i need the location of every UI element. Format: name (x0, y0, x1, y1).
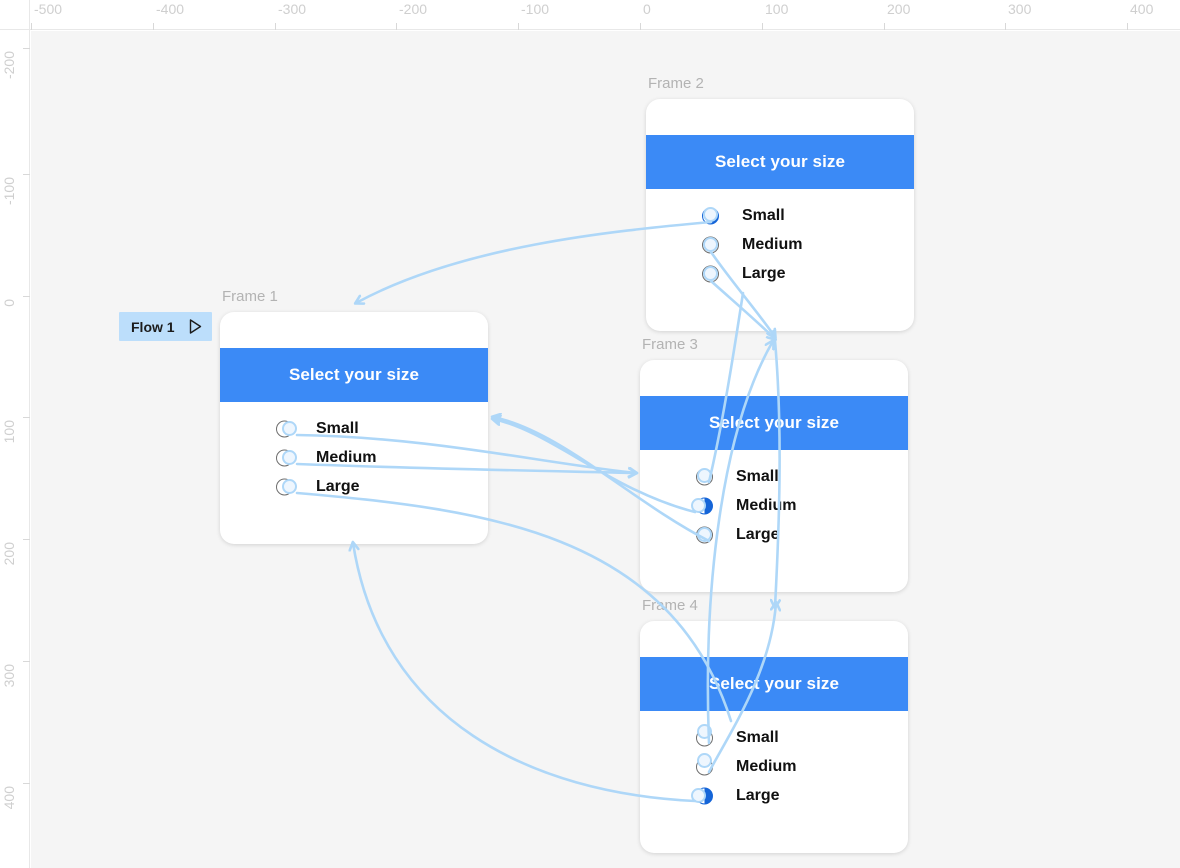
frame-1-body[interactable]: Select your size Small Medium Large (220, 312, 488, 544)
ruler-tick-h-mark (762, 23, 763, 30)
frame-1-option-small-label: Small (316, 419, 359, 437)
ruler-tick-h-label: 300 (1008, 1, 1032, 17)
radio-icon-selected[interactable] (696, 497, 713, 514)
frame-4-radio-group[interactable]: Small Medium Large (640, 723, 908, 810)
ruler-tick-h-label: -200 (399, 1, 428, 17)
canvas-area[interactable]: Frame 1 Select your size Small Medium (31, 31, 1180, 868)
frame-4-option-small[interactable]: Small (640, 723, 908, 752)
ruler-tick-v-mark (23, 174, 30, 175)
frame-1-option-large-label: Large (316, 477, 360, 495)
vertical-ruler[interactable]: -200 -100 0 100 200 300 400 (0, 0, 30, 868)
ruler-tick-h-mark (31, 23, 32, 30)
radio-icon[interactable] (696, 526, 713, 543)
frame-4-option-small-label: Small (736, 728, 779, 746)
ruler-tick-h-label: -400 (156, 1, 185, 17)
frame-3-header: Select your size (640, 396, 908, 450)
frame-3-option-large[interactable]: Large (640, 520, 908, 549)
frame-4-header: Select your size (640, 657, 908, 711)
frame-2-header-title: Select your size (714, 152, 846, 171)
radio-icon-selected[interactable] (702, 207, 719, 224)
ruler-tick-h-mark (640, 23, 641, 30)
frame-4-body[interactable]: Select your size Small Medium Large (640, 621, 908, 853)
frame-3-header-title: Select your size (708, 413, 840, 432)
ruler-tick-v-mark (23, 539, 30, 540)
frame-3-body[interactable]: Select your size Small Medium Large (640, 360, 908, 592)
ruler-tick-h-label: -100 (521, 1, 550, 17)
frame-1-radio-group[interactable]: Small Medium Large (220, 414, 488, 501)
ruler-tick-h-label: -500 (34, 1, 63, 17)
frame-1-option-medium[interactable]: Medium (220, 443, 488, 472)
ruler-tick-v-label: 100 (1, 420, 17, 444)
ruler-tick-v-mark (23, 48, 30, 49)
ruler-tick-v-label: 200 (1, 542, 17, 566)
ruler-tick-v-mark (23, 783, 30, 784)
frame-2-option-small[interactable]: Small (646, 201, 914, 230)
frame-4-option-large-label: Large (736, 786, 780, 804)
radio-icon[interactable] (276, 478, 293, 495)
ruler-tick-h-label: 0 (643, 1, 651, 17)
frame-1-option-small[interactable]: Small (220, 414, 488, 443)
frame-2-body[interactable]: Select your size Small Medium Large (646, 99, 914, 331)
frame-2-option-large[interactable]: Large (646, 259, 914, 288)
ruler-tick-h-label: 100 (765, 1, 789, 17)
ruler-tick-h-mark (275, 23, 276, 30)
ruler-corner (0, 0, 30, 30)
frame-2-header: Select your size (646, 135, 914, 189)
frame-3-option-small[interactable]: Small (640, 462, 908, 491)
ruler-tick-h-label: 400 (1130, 1, 1154, 17)
frame-4-option-large[interactable]: Large (640, 781, 908, 810)
frame-4-label[interactable]: Frame 4 (642, 597, 698, 614)
radio-icon[interactable] (696, 729, 713, 746)
frame-3-label[interactable]: Frame 3 (642, 336, 698, 353)
frame-1-header: Select your size (220, 348, 488, 402)
ruler-tick-h-mark (518, 23, 519, 30)
frame-2-option-medium-label: Medium (742, 235, 803, 253)
radio-icon-selected[interactable] (696, 787, 713, 804)
ruler-tick-h-mark (884, 23, 885, 30)
ruler-tick-v-label: -200 (1, 51, 17, 80)
connector-layer (295, 220, 1180, 803)
frame-2-option-large-label: Large (742, 264, 786, 282)
frame-1-option-large[interactable]: Large (220, 472, 488, 501)
frame-1-label[interactable]: Frame 1 (222, 288, 278, 305)
flow-badge[interactable]: Flow 1 (119, 312, 212, 341)
frame-2-label[interactable]: Frame 2 (648, 75, 704, 92)
ruler-tick-h-mark (1005, 23, 1006, 30)
frame-2-option-small-label: Small (742, 206, 785, 224)
ruler-tick-v-label: 400 (1, 786, 17, 810)
radio-icon[interactable] (696, 758, 713, 775)
radio-icon[interactable] (696, 468, 713, 485)
radio-icon[interactable] (276, 420, 293, 437)
frame-1-header-title: Select your size (288, 365, 420, 384)
ruler-tick-v-mark (23, 661, 30, 662)
frame-4-option-medium-label: Medium (736, 757, 797, 775)
ruler-tick-h-mark (396, 23, 397, 30)
play-triangle-icon[interactable] (189, 319, 202, 334)
ruler-tick-v-mark (23, 296, 30, 297)
ruler-tick-v-label: -100 (1, 177, 17, 206)
frame-4-option-medium[interactable]: Medium (640, 752, 908, 781)
ruler-tick-v-label: 300 (1, 664, 17, 688)
frame-1-option-medium-label: Medium (316, 448, 377, 466)
frame-3-radio-group[interactable]: Small Medium Large (640, 462, 908, 549)
ruler-tick-h-label: 200 (887, 1, 911, 17)
frame-2-option-medium[interactable]: Medium (646, 230, 914, 259)
radio-icon[interactable] (702, 236, 719, 253)
frame-3-option-medium[interactable]: Medium (640, 491, 908, 520)
horizontal-ruler[interactable]: -500 -400 -300 -200 -100 0 100 200 300 400 (0, 0, 1180, 30)
ruler-tick-v-mark (23, 417, 30, 418)
frame-3-option-small-label: Small (736, 467, 779, 485)
radio-icon[interactable] (702, 265, 719, 282)
ruler-tick-h-label: -300 (278, 1, 307, 17)
frame-2-radio-group[interactable]: Small Medium Large (646, 201, 914, 288)
ruler-tick-v-label: 0 (1, 299, 17, 307)
radio-icon[interactable] (276, 449, 293, 466)
frame-3-option-large-label: Large (736, 525, 780, 543)
frame-3-option-medium-label: Medium (736, 496, 797, 514)
flow-badge-label: Flow 1 (131, 318, 175, 335)
frame-4-header-title: Select your size (708, 674, 840, 693)
ruler-tick-h-mark (1127, 23, 1128, 30)
ruler-tick-h-mark (153, 23, 154, 30)
